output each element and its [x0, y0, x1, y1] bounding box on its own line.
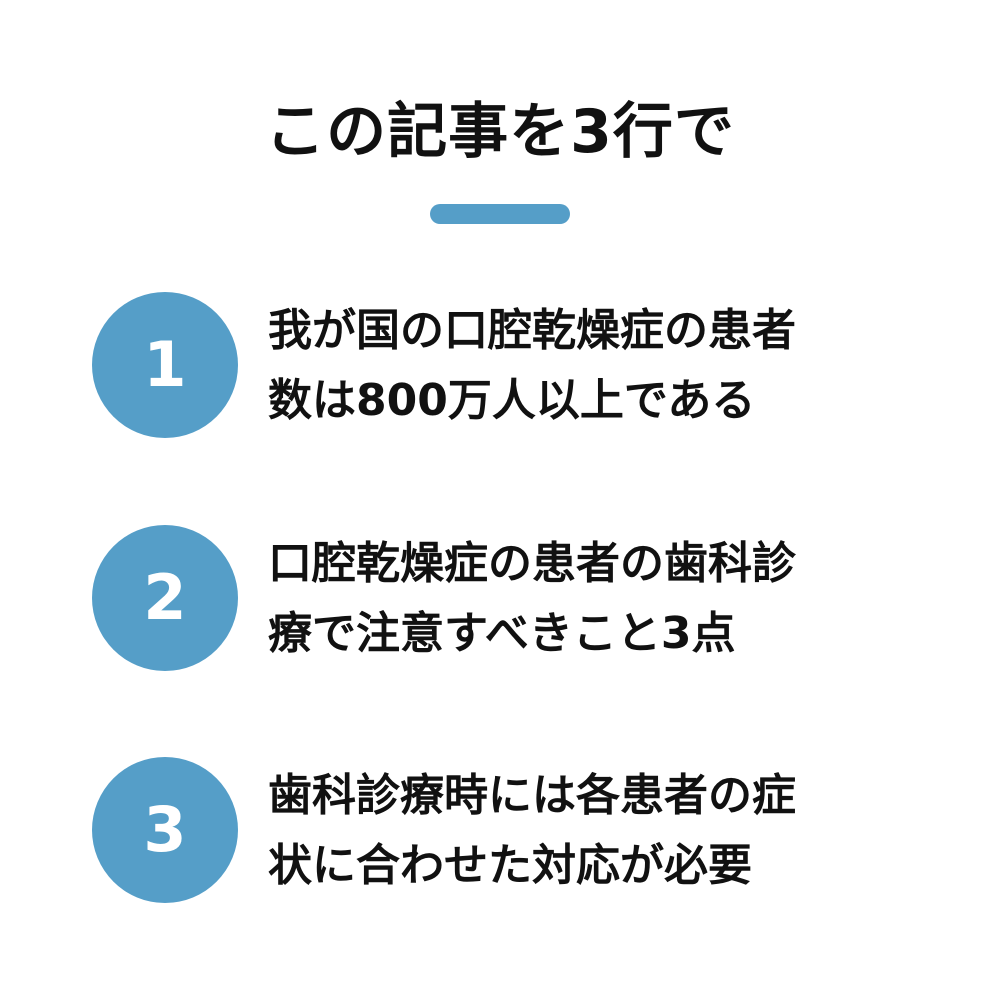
- page-title: この記事を3行で: [265, 97, 735, 167]
- point-1-line-1: 我が国の口腔乾燥症の患者: [268, 305, 796, 356]
- number-badge-1: 1: [92, 292, 238, 438]
- summary-point-1: 1 我が国の口腔乾燥症の患者 数は800万人以上である: [92, 292, 952, 442]
- point-text-3: 歯科診療時には各患者の症 状に合わせた対応が必要: [268, 761, 948, 901]
- point-3-line-2: 状に合わせた対応が必要: [268, 840, 752, 891]
- summary-point-2: 2 口腔乾燥症の患者の歯科診 療で注意すべきこと3点: [92, 525, 952, 675]
- point-2-line-1: 口腔乾燥症の患者の歯科診: [268, 538, 796, 589]
- number-badge-3: 3: [92, 757, 238, 903]
- point-2-line-2: 療で注意すべきこと3点: [268, 608, 736, 659]
- summary-point-3: 3 歯科診療時には各患者の症 状に合わせた対応が必要: [92, 757, 952, 907]
- point-text-1: 我が国の口腔乾燥症の患者 数は800万人以上である: [268, 296, 948, 436]
- point-1-line-2: 数は800万人以上である: [268, 375, 756, 426]
- point-3-line-1: 歯科診療時には各患者の症: [268, 770, 796, 821]
- point-text-2: 口腔乾燥症の患者の歯科診 療で注意すべきこと3点: [268, 529, 948, 669]
- title-underline-bar: [430, 204, 570, 224]
- number-badge-2: 2: [92, 525, 238, 671]
